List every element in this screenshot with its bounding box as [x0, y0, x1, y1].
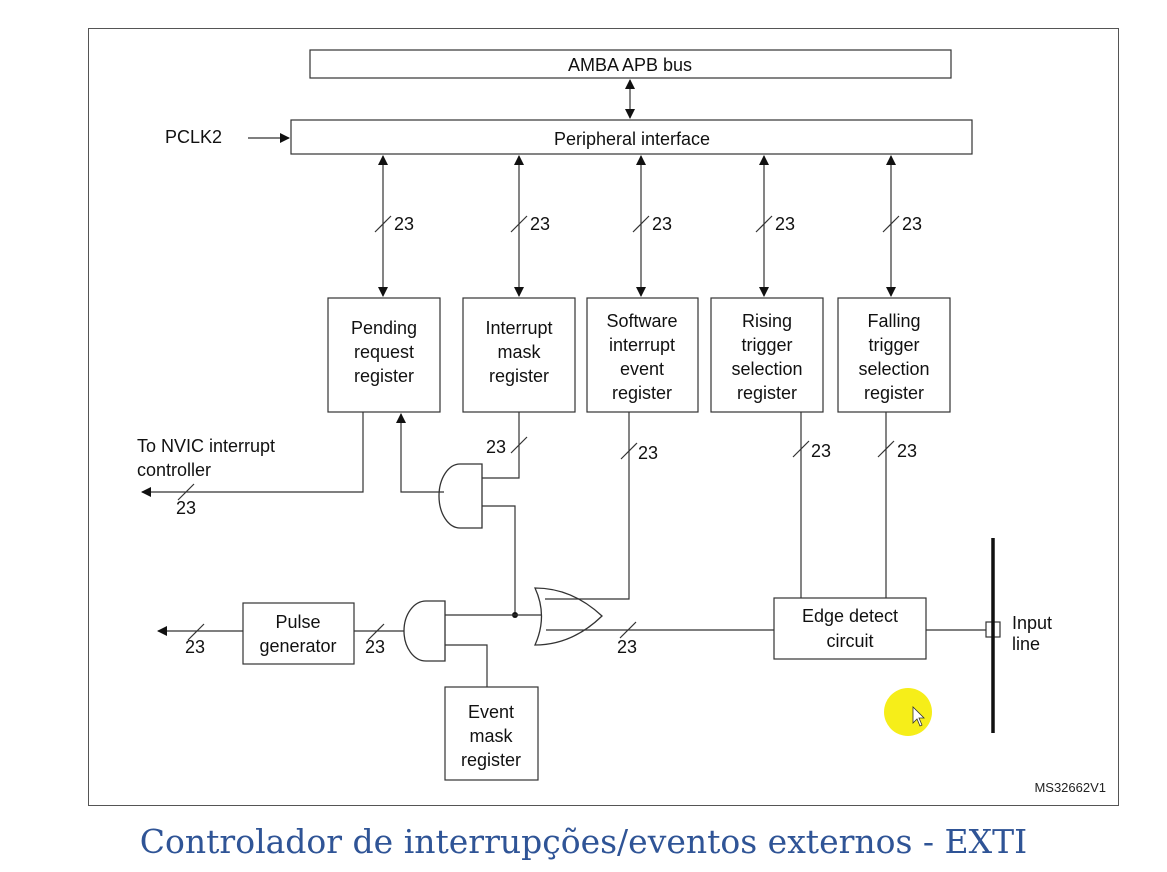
event-mask-register-box	[444, 686, 539, 781]
software-interrupt-line-4: register	[612, 383, 672, 403]
bus-slash	[620, 442, 638, 460]
nvic-label-line-1: To NVIC interrupt	[137, 436, 275, 456]
slide-caption: Controlador de interrupções/eventos exte…	[139, 822, 1028, 861]
bus-slash	[755, 215, 773, 233]
bus-width-label: 23	[486, 437, 506, 457]
software-interrupt-line-2: interrupt	[609, 335, 675, 355]
event-and-gate	[403, 600, 446, 662]
event-mask-line-3: register	[461, 750, 521, 770]
bus-width-label: 23	[176, 498, 196, 518]
bus-width-label: 23	[652, 214, 672, 234]
falling-trigger-line-1: Falling	[867, 311, 920, 331]
rising-trigger-register-box	[710, 297, 824, 413]
rising-trigger-line-1: Rising	[742, 311, 792, 331]
bus-slash	[882, 215, 900, 233]
edge-detect-line-1: Edge detect	[802, 606, 898, 626]
peripheral-interface-label: Peripheral interface	[554, 129, 710, 149]
nvic-output-arrow	[141, 412, 364, 497]
bus-width-label: 23	[617, 637, 637, 657]
pclk2-label: PCLK2	[165, 127, 222, 147]
bus-slash	[619, 621, 637, 639]
interrupt-and-gate	[438, 463, 483, 529]
event-mask-to-and	[445, 644, 488, 687]
bus-slash	[510, 215, 528, 233]
falling-trigger-selection-register: Falling trigger selection register	[837, 297, 951, 413]
interrupt-mask-register: Interrupt mask register	[462, 297, 576, 413]
pulse-generator-box	[242, 602, 355, 665]
event-mask-line-2: mask	[469, 726, 513, 746]
input-line-label-1: Input	[1012, 613, 1052, 633]
nvic-label-line-2: controller	[137, 460, 211, 480]
bus-width-label: 23	[394, 214, 414, 234]
input-line-label-2: line	[1012, 634, 1040, 654]
bus-width-label: 23	[897, 441, 917, 461]
amba-apb-bus-label: AMBA APB bus	[568, 55, 692, 75]
bus-width-label: 23	[365, 637, 385, 657]
interrupt-mask-to-and	[482, 412, 520, 479]
bus-width-label: 23	[185, 637, 205, 657]
pending-request-register: Pending request register	[327, 297, 441, 413]
software-interrupt-event-register-box	[586, 297, 699, 413]
bus-slash	[187, 623, 205, 641]
falling-trigger-register-box	[837, 297, 951, 413]
pending-line-3: register	[354, 366, 414, 386]
bus-width-label: 23	[638, 443, 658, 463]
rising-trigger-selection-register: Rising trigger selection register	[710, 297, 824, 413]
bus-slash	[374, 215, 392, 233]
software-interrupt-line-1: Software	[606, 311, 677, 331]
bus-slash	[632, 215, 650, 233]
nvic-output: 23 To NVIC interrupt controller	[137, 412, 364, 518]
falling-trigger-line-4: register	[864, 383, 924, 403]
pulse-generator-line-1: Pulse	[275, 612, 320, 632]
bus-slash	[510, 436, 528, 454]
interrupt-mask-line-3: register	[489, 366, 549, 386]
falling-trigger-line-2: trigger	[868, 335, 919, 355]
cursor-highlight	[884, 688, 932, 736]
peripheral-interface	[290, 119, 973, 155]
software-interrupt-to-or	[545, 412, 630, 600]
interrupt-mask-line-1: Interrupt	[485, 318, 552, 338]
or-to-and-wire	[482, 505, 516, 616]
event-mask-line-1: Event	[468, 702, 514, 722]
software-interrupt-line-3: event	[620, 359, 664, 379]
bus-slash	[367, 623, 385, 641]
and-to-pending-arrow	[396, 413, 444, 493]
edge-detect-circuit	[773, 597, 927, 660]
rising-trigger-line-2: trigger	[741, 335, 792, 355]
rising-trigger-line-4: register	[737, 383, 797, 403]
bus-slash	[792, 440, 810, 458]
amba-apb-bus	[309, 49, 952, 79]
pending-line-2: request	[354, 342, 414, 362]
diagram-frame	[88, 28, 1119, 806]
falling-trigger-line-3: selection	[858, 359, 929, 379]
register-bus-links: 23 23 23 23 23	[374, 155, 922, 297]
bus-width-label: 23	[811, 441, 831, 461]
bus-slash	[177, 483, 195, 501]
pending-line-1: Pending	[351, 318, 417, 338]
figure-id: MS32662V1	[1034, 780, 1106, 795]
software-interrupt-event-register: Software interrupt event register	[586, 297, 699, 413]
rising-trigger-line-3: selection	[731, 359, 802, 379]
bus-width-label: 23	[530, 214, 550, 234]
edge-detect-line-2: circuit	[826, 631, 873, 651]
pulse-generator-line-2: generator	[259, 636, 336, 656]
interrupt-mask-line-2: mask	[497, 342, 541, 362]
bus-width-label: 23	[902, 214, 922, 234]
bus-width-label: 23	[775, 214, 795, 234]
mouse-pointer-icon	[912, 706, 925, 727]
bus-slash	[877, 440, 895, 458]
or-gate	[533, 587, 603, 646]
pending-request-register-box	[327, 297, 441, 413]
